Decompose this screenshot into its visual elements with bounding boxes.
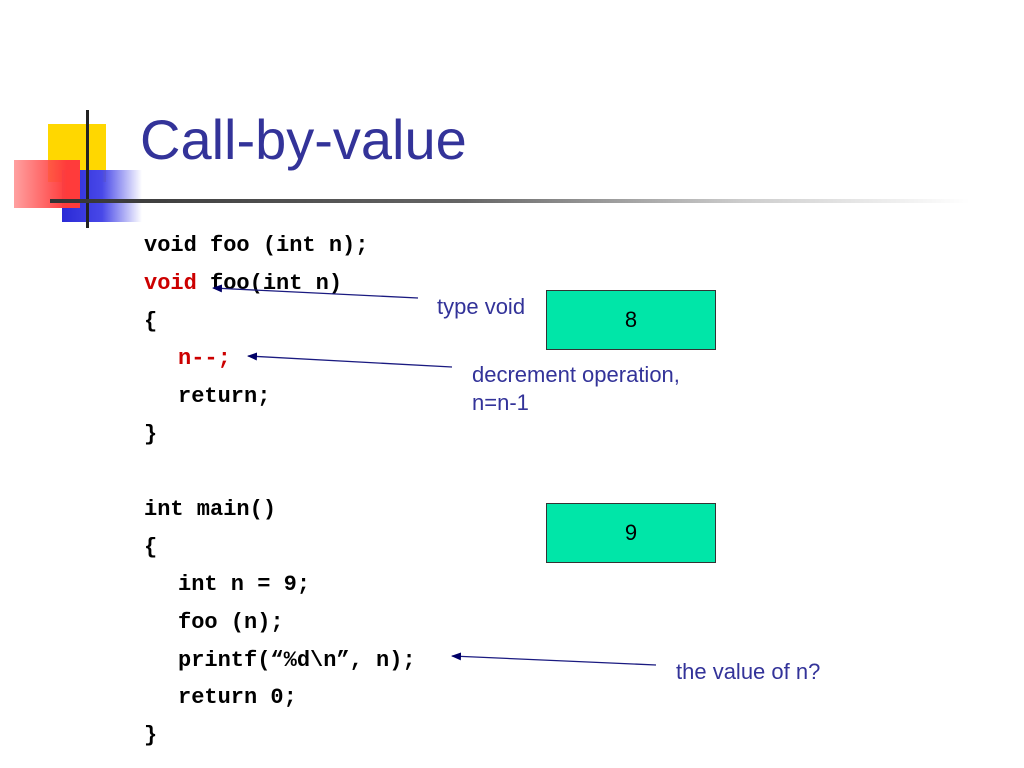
title-underline bbox=[50, 199, 970, 203]
annotation-decrement-line-1: decrement operation, bbox=[472, 362, 680, 387]
code-line-1: void foo (int n); bbox=[144, 233, 369, 258]
code-line-2: void foo(int n) bbox=[144, 273, 342, 295]
arrow-to-decrement bbox=[247, 352, 453, 368]
code-line-4: n--; bbox=[178, 346, 231, 371]
code-line-8: { bbox=[144, 535, 158, 560]
arrow-to-printf bbox=[451, 652, 657, 666]
code-line-6: } bbox=[144, 422, 158, 447]
code-line-5: return; bbox=[178, 384, 271, 409]
code-line-10: foo (n); bbox=[178, 610, 284, 635]
arrow-to-void bbox=[212, 284, 419, 299]
foo-n-value: 8 bbox=[624, 307, 638, 332]
annotation-decrement-line-2: n=n-1 bbox=[472, 389, 529, 415]
annotation-decrement: decrement operation, n=n-1 bbox=[472, 361, 680, 416]
code-line-11: printf(“%d\n”, n); bbox=[178, 648, 416, 673]
annotation-value-question: the value of n? bbox=[676, 659, 821, 684]
main-n-value: 9 bbox=[624, 520, 638, 545]
code-line-9: int n = 9; bbox=[178, 572, 311, 597]
code-line-12: return 0; bbox=[178, 685, 297, 710]
decor-vertical-line bbox=[86, 110, 89, 228]
foo-n-value-box: 8 bbox=[546, 290, 716, 350]
void-keyword: void bbox=[144, 271, 197, 296]
annotation-type-void: type void bbox=[437, 294, 526, 319]
slide-title: Call-by-value bbox=[140, 108, 467, 171]
code-line-3: { bbox=[144, 309, 158, 334]
main-n-value-box: 9 bbox=[546, 503, 716, 563]
code-line-13: } bbox=[144, 723, 158, 748]
code-line-7: int main() bbox=[144, 497, 277, 522]
